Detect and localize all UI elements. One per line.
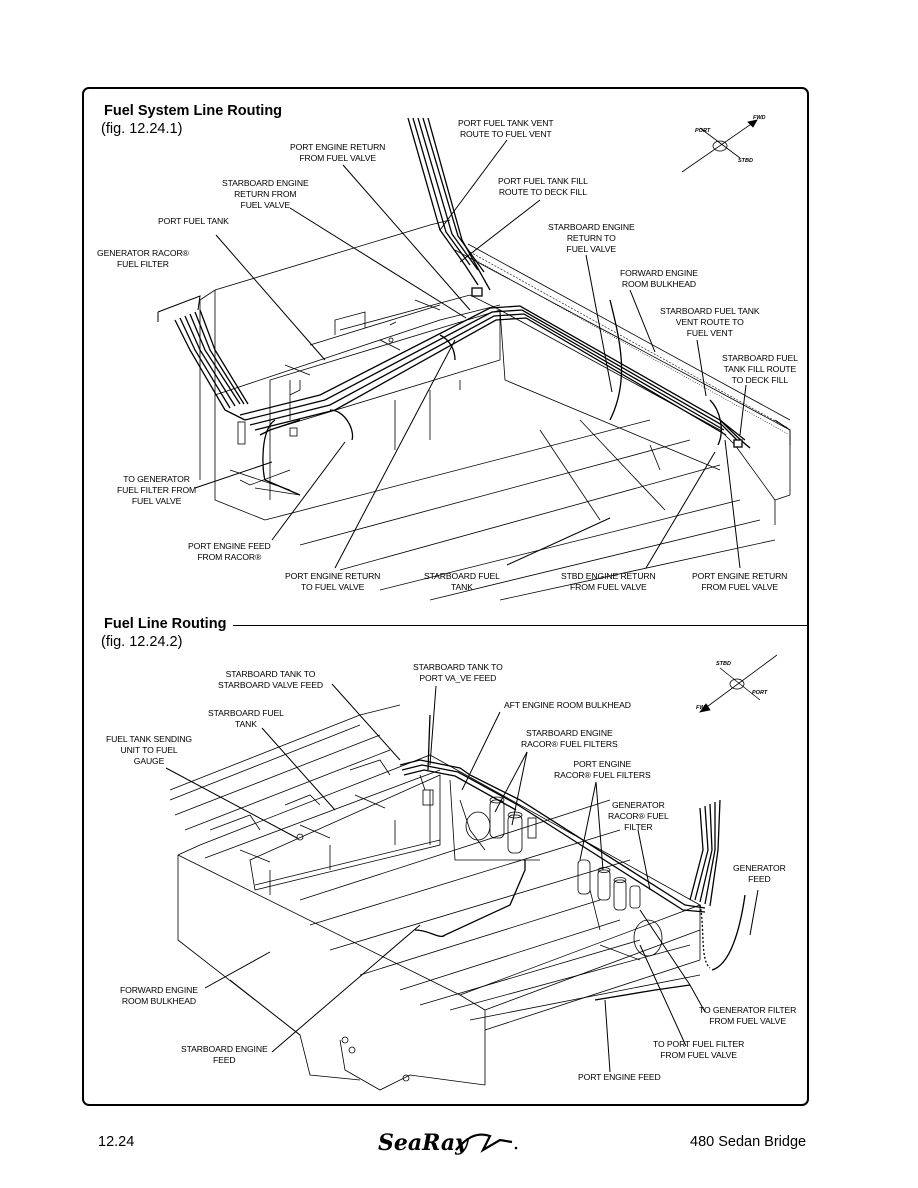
fig2-leader-lines [165, 683, 759, 1073]
fig1-leader-lines [157, 139, 747, 569]
label-stbd-tank-to-valve: STARBOARD TANK TO STARBOARD VALVE FEED [218, 669, 323, 690]
model-name: 480 Sedan Bridge [690, 1134, 807, 1150]
label-forward-bulkhead-2: FORWARD ENGINE ROOM BULKHEAD [120, 985, 198, 1006]
fig1-hull-structure [199, 219, 791, 601]
label-port-engine-feed: PORT ENGINE FEED [578, 1072, 661, 1082]
label-stbd-engine-feed: STARBOARD ENGINE FEED [181, 1044, 268, 1065]
label-to-gen-filter: TO GENERATOR FILTER FROM FUEL VALVE [699, 1005, 797, 1026]
figure-frame [82, 87, 809, 1106]
label-port-racor: PORT ENGINE RACOR® FUEL FILTERS [554, 759, 651, 780]
label-stbd-racor: STARBOARD ENGINE RACOR® FUEL FILTERS [521, 728, 618, 749]
label-generator-racor: GENERATOR RACOR® FUEL FILTER [97, 248, 189, 269]
label-stbd-tank-vent: STARBOARD FUEL TANK VENT ROUTE TO FUEL V… [660, 306, 760, 338]
fig1-compass-stbd: STBD [738, 158, 753, 164]
fig2-compass-fwd: FWD [696, 705, 709, 711]
label-generator-feed: GENERATOR FEED [733, 863, 786, 884]
fig1-deck-edge [469, 251, 789, 435]
fig1-compass-port: PORT [695, 128, 711, 134]
label-stbd-engine-return-from-valve-2: STBD ENGINE RETURN FROM FUEL VALVE [561, 571, 656, 592]
fig1-compass [681, 119, 758, 173]
fig1-title: Fuel System Line Routing [104, 103, 283, 119]
fig2-figure-reference: (fig. 12.24.2) [101, 634, 183, 650]
label-to-port-filter: TO PORT FUEL FILTER FROM FUEL VALVE [653, 1039, 745, 1060]
label-port-engine-return-from-valve: PORT ENGINE RETURN FROM FUEL VALVE [290, 142, 386, 163]
label-stbd-engine-return-from-valve: STARBOARD ENGINE RETURN FROM FUEL VALVE [222, 178, 309, 210]
label-stbd-engine-return-to-valve: STARBOARD ENGINE RETURN TO FUEL VALVE [548, 222, 635, 254]
fig2-compass-port: PORT [752, 690, 768, 696]
label-to-generator-filter: TO GENERATOR FUEL FILTER FROM FUEL VALVE [117, 474, 197, 506]
label-stbd-fuel-tank: STARBOARD FUEL TANK [424, 571, 500, 592]
label-stbd-fuel-tank-2: STARBOARD FUEL TANK [208, 708, 284, 729]
label-port-tank-fill: PORT FUEL TANK FILL ROUTE TO DECK FILL [498, 176, 588, 197]
label-sending-unit: FUEL TANK SENDING UNIT TO FUEL GAUGE [106, 734, 193, 766]
fig2-title: Fuel Line Routing [104, 616, 231, 633]
label-aft-bulkhead: AFT ENGINE ROOM BULKHEAD [504, 700, 631, 710]
fig1-figure-reference: (fig. 12.24.1) [101, 121, 183, 137]
fig1-fuel-lines [174, 117, 751, 496]
svg-text:SeaRay: SeaRay [378, 1130, 470, 1156]
label-port-fuel-tank: PORT FUEL TANK [158, 216, 229, 226]
section-divider [233, 625, 808, 626]
fig1-compass-fwd: FWD [753, 115, 766, 121]
label-stbd-tank-to-port-valve: STARBOARD TANK TO PORT VA_VE FEED [413, 662, 503, 683]
fig2-hull-structure [169, 704, 701, 1091]
fig2-compass-stbd: STBD [716, 661, 731, 667]
label-port-engine-return-to-valve: PORT ENGINE RETURN TO FUEL VALVE [285, 571, 381, 592]
searay-logo: SeaRay [378, 1130, 518, 1156]
fig2-compass [699, 654, 778, 713]
label-port-engine-return-from-valve-2: PORT ENGINE RETURN FROM FUEL VALVE [692, 571, 788, 592]
label-stbd-tank-fill: STARBOARD FUEL TANK FILL ROUTE TO DECK F… [722, 353, 798, 385]
label-gen-racor: GENERATOR RACOR® FUEL FILTER [608, 800, 669, 832]
page-number: 12.24 [98, 1134, 135, 1150]
label-port-engine-feed-racor: PORT ENGINE FEED FROM RACOR® [188, 541, 271, 562]
label-port-tank-vent: PORT FUEL TANK VENT ROUTE TO FUEL VENT [458, 118, 554, 139]
label-forward-bulkhead: FORWARD ENGINE ROOM BULKHEAD [620, 268, 698, 289]
fig2-fuel-lines [399, 714, 746, 1001]
